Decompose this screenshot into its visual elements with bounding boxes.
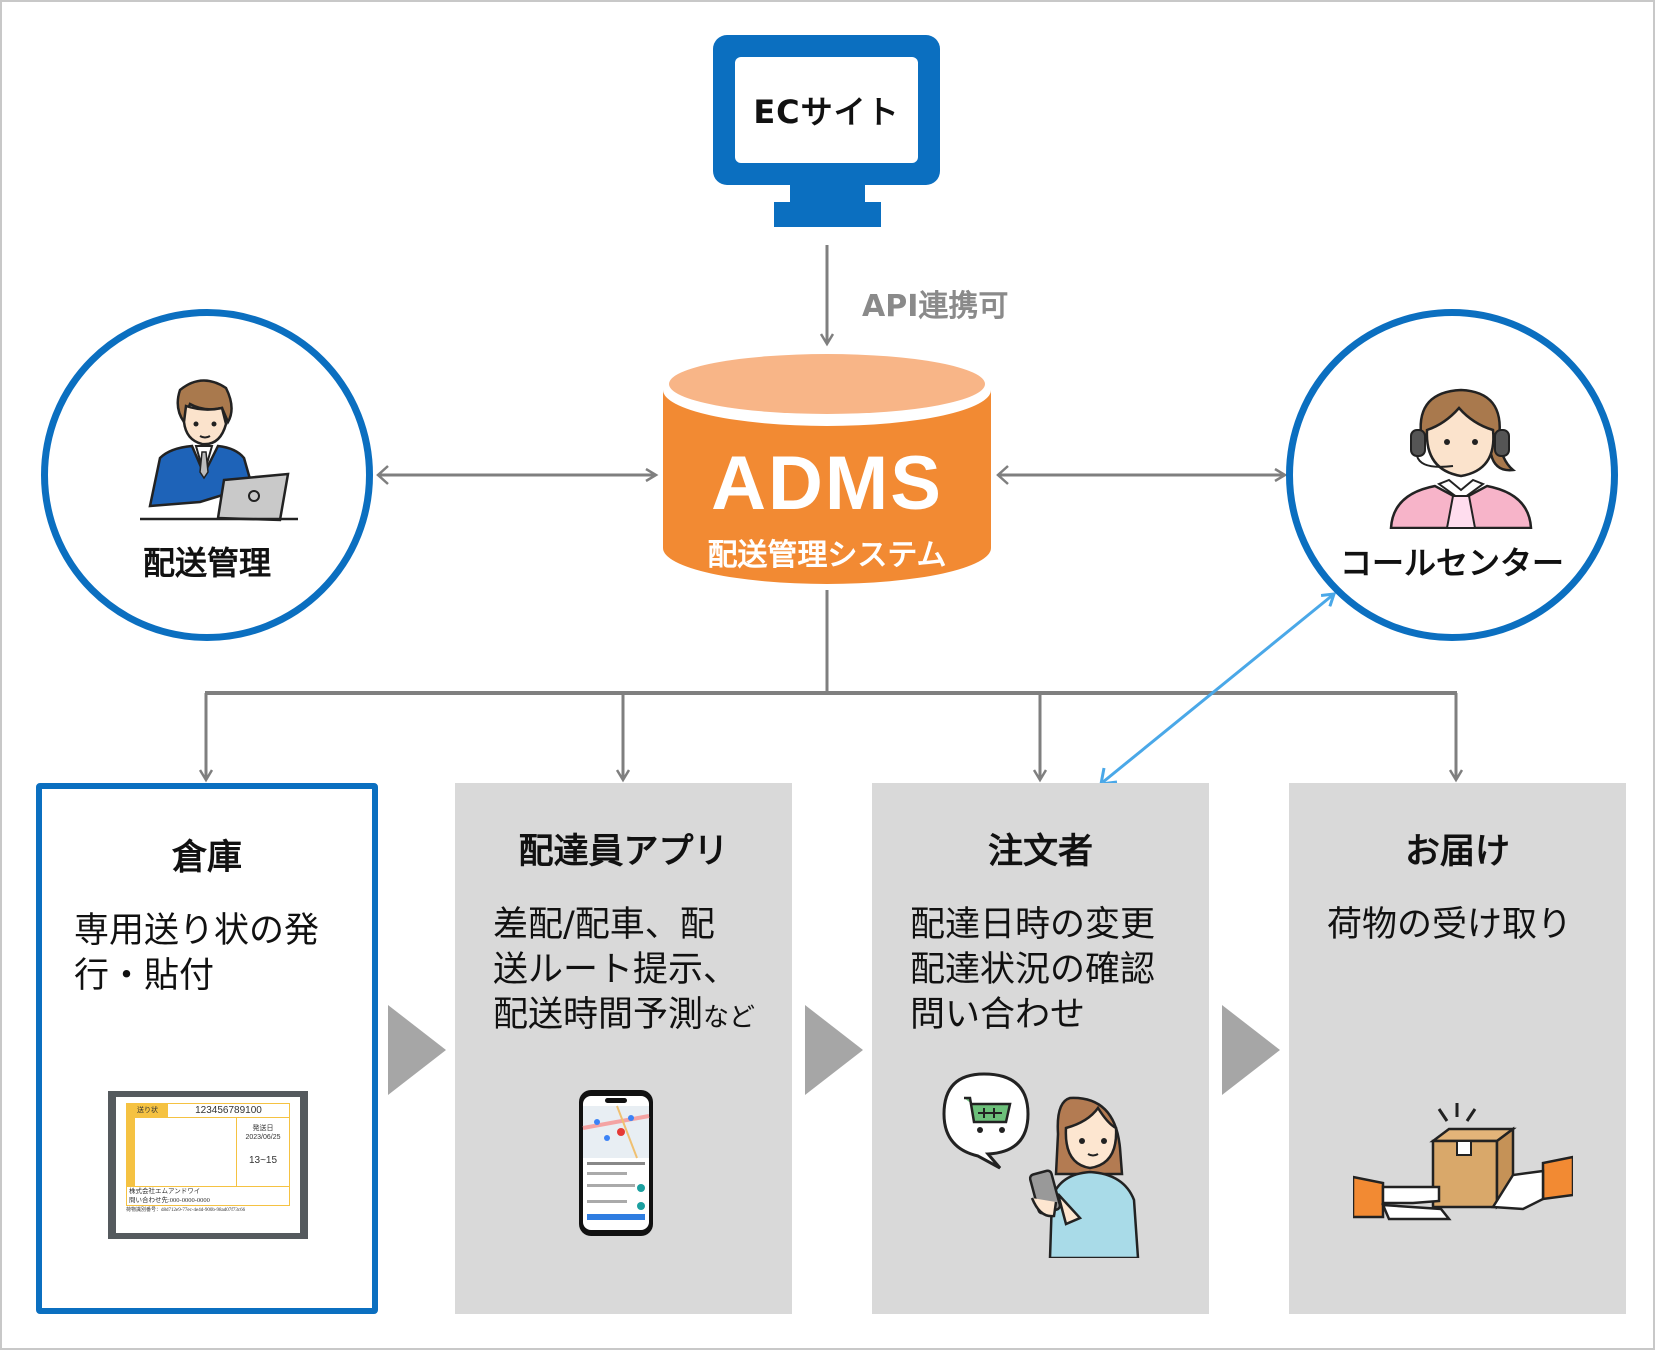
desc-line: 差配/配車、配 — [493, 905, 715, 945]
label-header-row: 送り状 123456789100 — [126, 1103, 290, 1118]
database-cylinder-icon — [663, 354, 991, 584]
delivery-management-node: 配送管理 — [41, 309, 373, 641]
callcenter-customer-link — [1102, 594, 1334, 784]
step-delivery: お届け 荷物の受け取り — [1289, 783, 1626, 1314]
monitor-display: ECサイト — [735, 57, 918, 163]
shipping-label-icon: 送り状 123456789100 発送日 2023/06/25 13~15 株式… — [108, 1091, 308, 1239]
monitor-base-icon — [774, 202, 881, 227]
desc-line: 配達状況の確認 — [910, 950, 1156, 990]
shipping-label-preview: 送り状 123456789100 発送日 2023/06/25 13~15 株式… — [116, 1097, 300, 1233]
desc-line: 荷物の受け取り — [1327, 905, 1573, 945]
flow-chevron-icon — [805, 1005, 863, 1095]
step-description: 差配/配車、配 送ルート提示、 配送時間予測など — [493, 903, 772, 1041]
desc-line: 行・貼付 — [74, 956, 215, 996]
step-driver-app: 配達員アプリ 差配/配車、配 送ルート提示、 配送時間予測など — [455, 783, 792, 1314]
flow-chevron-icon — [1222, 1005, 1280, 1095]
arrowhead-left-start — [376, 465, 389, 485]
call-center-label: コールセンター — [1339, 544, 1564, 582]
ec-site-monitor: ECサイト — [713, 35, 940, 185]
adms-system: ADMS 配送管理システム — [663, 352, 991, 584]
step-title: 配達員アプリ — [518, 832, 729, 872]
label-contact: 問い合わせ先:000-0000-0000 — [129, 1197, 210, 1204]
smartphone-map-app-icon — [579, 1090, 653, 1236]
step-title: お届け — [1404, 832, 1510, 872]
step-description: 専用送り状の発 行・貼付 — [74, 909, 352, 999]
desc-line: 送ルート提示、 — [493, 950, 739, 990]
label-header: 送り状 — [127, 1104, 168, 1117]
label-address-rows: 発送日 2023/06/25 13~15 — [126, 1118, 290, 1187]
arrowhead-right-start — [996, 465, 1009, 485]
customer-shopping-phone-icon — [942, 1072, 1140, 1258]
adms-subtitle: 配送管理システム — [707, 538, 947, 573]
label-number: 123456789100 — [195, 1105, 262, 1116]
step-description: 荷物の受け取り — [1327, 903, 1606, 948]
package-handover-icon — [1353, 1103, 1573, 1221]
label-time: 13~15 — [248, 1155, 278, 1166]
desc-line: 問い合わせ — [910, 995, 1086, 1035]
label-company: 株式会社エムアンドワイ — [129, 1188, 201, 1195]
step-title: 注文者 — [987, 832, 1093, 872]
office-worker-laptop-icon — [140, 379, 298, 522]
step-warehouse: 倉庫 専用送り状の発 行・貼付 送り状 123456789100 発送日 202… — [36, 783, 378, 1314]
ec-site-label: ECサイト — [753, 93, 900, 131]
step-title: 倉庫 — [171, 838, 242, 878]
api-link-label: API連携可 — [862, 289, 1009, 324]
label-date: 2023/06/25 — [245, 1134, 281, 1141]
desc-line: 配達日時の変更 — [910, 905, 1156, 945]
label-date-caption: 発送日 — [252, 1124, 274, 1132]
flow-chevron-icon — [388, 1005, 446, 1095]
desc-suffix: など — [703, 1003, 756, 1033]
step-description: 配達日時の変更 配達状況の確認 問い合わせ — [910, 903, 1189, 1038]
delivery-management-label: 配送管理 — [142, 544, 271, 582]
adms-title: ADMS — [711, 441, 943, 526]
step-customer: 注文者 配達日時の変更 配達状況の確認 問い合わせ — [872, 783, 1209, 1314]
call-center-operator-icon — [1389, 388, 1533, 529]
label-tracking: 荷物識別番号：d8d712e9-77ec-4e4d-900b-98ad07f73… — [126, 1208, 246, 1213]
call-center-node: コールセンター — [1286, 309, 1618, 641]
desc-line: 専用送り状の発 — [74, 911, 320, 951]
desc-line: 配送時間予測など — [493, 995, 756, 1035]
